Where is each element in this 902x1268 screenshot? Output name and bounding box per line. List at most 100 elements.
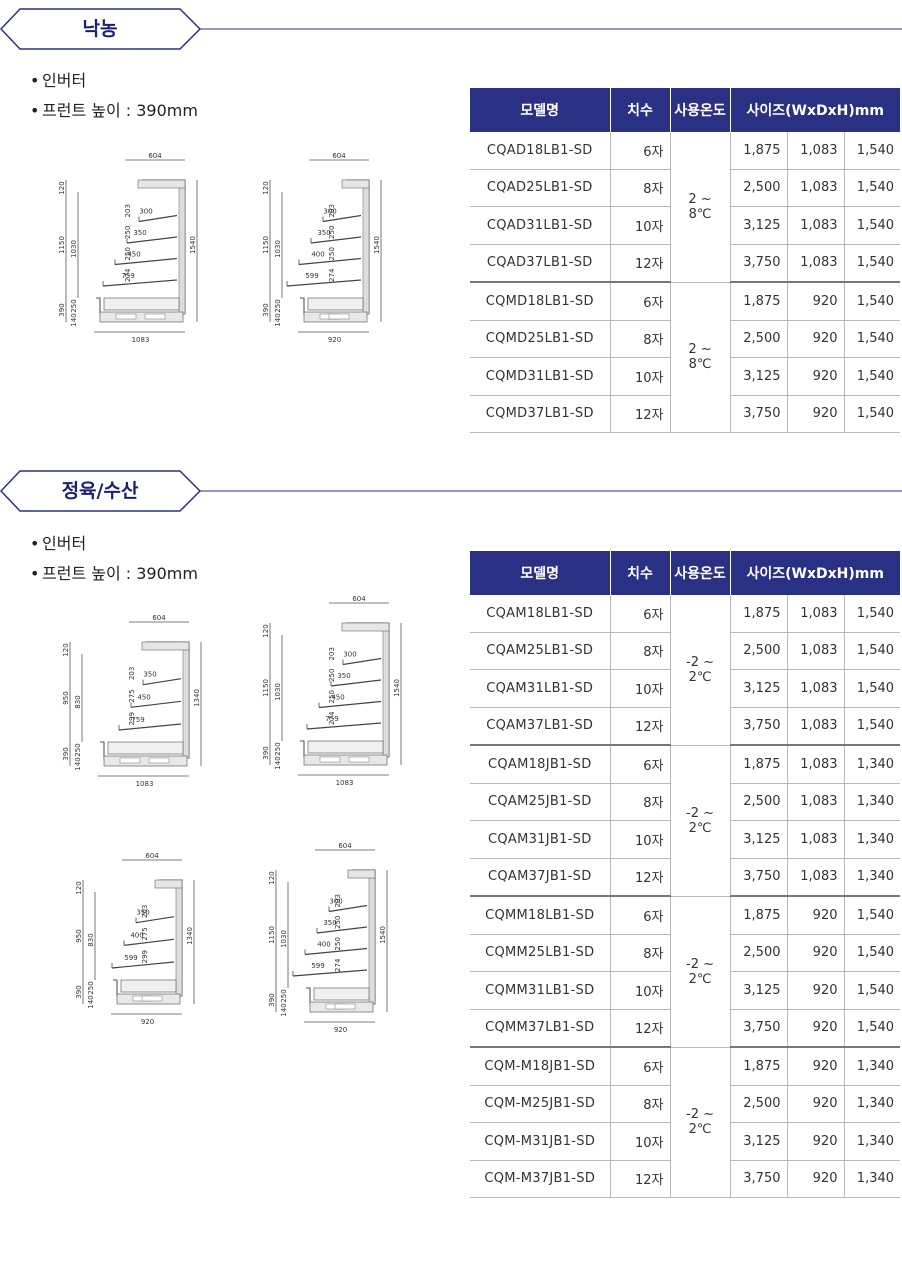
drawing-line — [341, 622, 390, 632]
dimension-label: 140 — [280, 1003, 288, 1016]
cell-model: CQM-M18JB1-SD — [470, 1047, 611, 1086]
cell-model: CQAM18JB1-SD — [470, 745, 611, 784]
dimension-label: 250 — [124, 226, 132, 239]
cell-temperature: -2 ~ 2℃ — [670, 1047, 731, 1198]
cell-depth: 920 — [787, 320, 845, 358]
cell-size: 12자 — [610, 1160, 671, 1198]
dimension-label: 274 — [328, 711, 336, 725]
dimension-label: 400 — [317, 941, 330, 949]
dimension-label: 604 — [352, 595, 366, 603]
header-dimensions: 사이즈(WxDxH)mm — [730, 88, 901, 132]
dimension-label: 350 — [323, 919, 336, 927]
cell-depth: 920 — [787, 1085, 845, 1123]
drawing-line — [303, 754, 388, 766]
drawing-line — [306, 869, 376, 1005]
cell-depth: 920 — [787, 1047, 845, 1086]
cell-height: 1,340 — [844, 783, 901, 821]
drawing-line — [118, 723, 182, 731]
cell-size: 10자 — [610, 1122, 671, 1161]
dimension-label: 250 — [274, 299, 282, 312]
drawing-line — [292, 969, 368, 977]
drawing-line — [119, 757, 141, 764]
cell-size: 8자 — [610, 1085, 671, 1123]
drawing-line — [99, 311, 184, 323]
cell-depth: 1,083 — [787, 244, 845, 283]
dimension-label: 920 — [334, 1026, 347, 1034]
cell-size: 10자 — [610, 971, 671, 1010]
cell-width: 2,500 — [730, 169, 788, 207]
cell-width: 2,500 — [730, 632, 788, 670]
cell-depth: 1,083 — [787, 169, 845, 207]
drawing-line — [319, 756, 341, 763]
section-title: 낙농 — [82, 18, 118, 40]
cell-temperature: 2 ~ 8℃ — [670, 132, 731, 283]
cell-width: 1,875 — [730, 132, 788, 170]
dimension-label: 120 — [262, 624, 270, 637]
drawing-line — [307, 297, 364, 311]
cell-height: 1,340 — [844, 820, 901, 859]
dimension-label: 604 — [338, 842, 352, 850]
dimension-label: 390 — [58, 303, 66, 316]
cell-width: 3,750 — [730, 1160, 788, 1198]
cell-width: 3,125 — [730, 669, 788, 708]
cell-height: 1,340 — [844, 1085, 901, 1123]
cell-model: CQMD31LB1-SD — [470, 357, 611, 396]
drawing-line — [304, 947, 368, 956]
cell-height: 1,540 — [844, 169, 901, 207]
drawing-line — [347, 869, 376, 879]
dimension-label: 250 — [124, 247, 132, 260]
cell-model: CQAM31LB1-SD — [470, 669, 611, 708]
dimension-label: 250 — [328, 690, 336, 703]
cell-height: 1,540 — [844, 244, 901, 283]
dimension-label: 1150 — [262, 236, 270, 254]
cell-height: 1,340 — [844, 858, 901, 897]
feature-item: •프런트 높이 : 390mm — [30, 564, 198, 583]
dimension-label: 250 — [328, 247, 336, 260]
dimension-label: 203 — [128, 667, 136, 680]
cell-size: 6자 — [610, 282, 671, 321]
drawing-line — [111, 961, 175, 969]
cell-model: CQM-M25JB1-SD — [470, 1085, 611, 1123]
cell-depth: 920 — [787, 971, 845, 1010]
dimension-label: 300 — [329, 898, 342, 906]
dimension-label: 950 — [62, 691, 70, 704]
dimension-label: 250 — [74, 743, 82, 756]
cell-size: 12자 — [610, 707, 671, 746]
dimension-label: 599 — [305, 272, 318, 280]
drawing-line — [103, 297, 180, 311]
cell-size: 6자 — [610, 745, 671, 784]
header-dimensions: 사이즈(WxDxH)mm — [730, 551, 901, 595]
cell-model: CQAD18LB1-SD — [470, 132, 611, 170]
drawing-line — [130, 700, 182, 708]
cell-depth: 1,083 — [787, 132, 845, 170]
dimension-label: 400 — [311, 251, 324, 259]
dimension-label: 250 — [328, 669, 336, 682]
dimension-label: 759 — [131, 716, 144, 724]
cell-size: 6자 — [610, 595, 671, 633]
cell-width: 2,500 — [730, 934, 788, 972]
drawing-line — [114, 257, 178, 266]
cell-temperature: -2 ~ 2℃ — [670, 896, 731, 1048]
cell-model: CQAM25JB1-SD — [470, 783, 611, 821]
cell-width: 1,875 — [730, 282, 788, 321]
drawing-line — [107, 741, 184, 755]
drawing-line — [286, 279, 362, 287]
dimension-label: 830 — [87, 933, 95, 946]
dimension-label: 1030 — [280, 930, 288, 948]
dimension-label: 1150 — [262, 679, 270, 697]
section-header-shape — [0, 470, 902, 512]
feature-list: •인버터 •프런트 높이 : 390mm — [30, 529, 198, 589]
dimension-label: 203 — [124, 204, 132, 217]
feature-item: •프런트 높이 : 390mm — [30, 101, 198, 120]
drawing-line — [96, 179, 186, 315]
header-model: 모델명 — [470, 551, 611, 595]
drawing-line — [313, 987, 370, 1001]
